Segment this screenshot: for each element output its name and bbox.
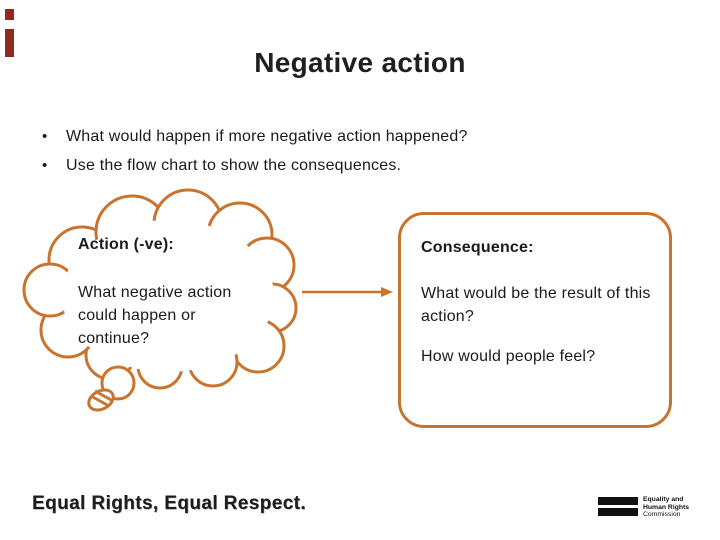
ehrc-logo-text: Equality and Human Rights Commission [643,495,689,519]
bullet-dot: • [42,128,48,145]
consequence-question-2: How would people feel? [421,348,596,365]
ehrc-logo-bars-icon [598,497,638,516]
flow-arrow-icon [302,287,393,297]
bullet-text: What would happen if more negative actio… [66,128,468,145]
corner-mark-small [5,9,14,20]
ehrc-logo-line-2: Human Rights [643,503,690,511]
bullet-list: • What would happen if more negative act… [42,126,622,184]
cloud-outline [22,188,298,412]
campaign-wordmark: Equal Rights, Equal Respect. [32,493,307,514]
ehrc-logo-line-3: Commission [643,511,681,519]
consequence-heading: Consequence: [421,239,534,256]
ehrc-logo-line-1: Equality and [643,496,684,503]
corner-accent-marks [5,9,14,57]
cloud-heading: Action (-ve): [78,236,174,253]
bullet-item: • What would happen if more negative act… [42,126,622,148]
cloud-body: What negative action could happen or con… [78,284,232,347]
slide-title: Negative action [254,47,466,78]
bullet-item: • Use the flow chart to show the consequ… [42,155,622,177]
corner-mark-tall [5,29,14,57]
thought-cloud-shape [22,188,298,412]
ehrc-logo: Equality and Human Rights Commission [598,495,689,519]
consequence-question-1: What would be the result of this action? [421,285,651,325]
consequence-box: Consequence: What would be the result of… [398,212,672,428]
bullet-dot: • [42,157,48,174]
bullet-text: Use the flow chart to show the consequen… [66,157,402,174]
